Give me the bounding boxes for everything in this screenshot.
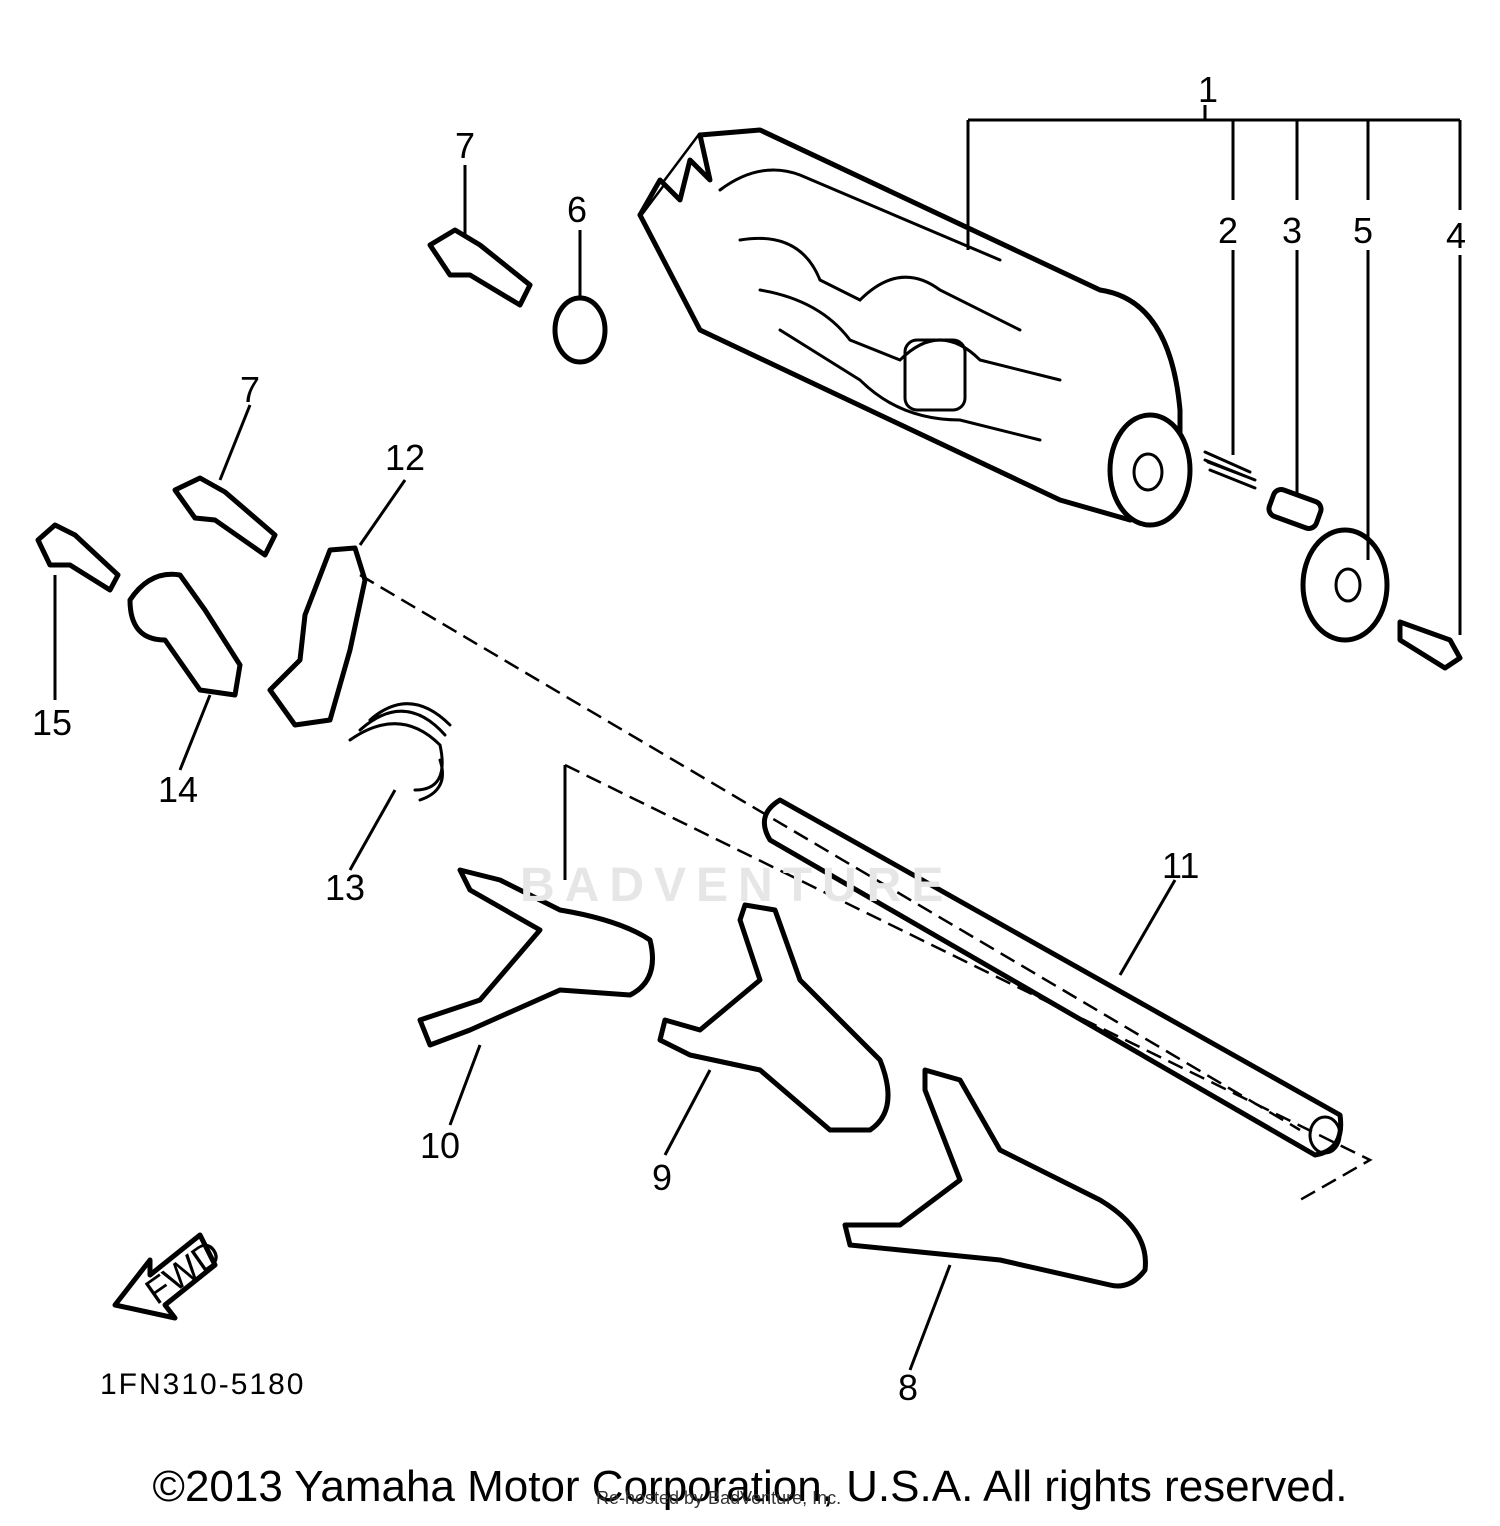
shaft-axis-line [359, 573, 1301, 1132]
callout-2: 2 [1218, 210, 1238, 251]
stopper-lever-14 [127, 571, 243, 698]
callout-11: 11 [1162, 845, 1199, 886]
callout-13: 13 [325, 867, 365, 908]
callout-10: 10 [420, 1125, 460, 1166]
guide-bar-11 [761, 797, 1344, 1158]
bolt-15 [35, 522, 121, 593]
callout-9: 9 [652, 1157, 672, 1198]
shift-fork-8 [842, 1067, 1148, 1289]
forward-arrow-icon: FWD [112, 1232, 228, 1321]
cam-end-parts [1203, 450, 1463, 671]
callout-6: 6 [567, 189, 587, 230]
callout-7-lower: 7 [240, 369, 260, 410]
callout-12: 12 [385, 437, 425, 478]
copyright-notice: ©2013 Yamaha Motor Corporation, U.S.A. A… [152, 1462, 1348, 1511]
rehost-credit: Re-hosted by BadVenture, Inc. [596, 1488, 842, 1508]
leader-lines [53, 105, 1462, 1371]
shift-cam-drum [637, 127, 1193, 528]
callout-5: 5 [1353, 210, 1373, 251]
callout-14: 14 [158, 769, 198, 810]
washer-6 [552, 295, 608, 365]
drawing-code: 1FN310-5180 [100, 1368, 306, 1401]
bolt-7-upper [427, 227, 533, 308]
shift-arm-12 [267, 545, 368, 728]
fork-axis-line [564, 763, 1373, 1202]
spring-13 [348, 702, 452, 802]
shift-fork-10 [417, 867, 655, 1048]
callout-8: 8 [898, 1367, 918, 1408]
shift-fork-9 [657, 902, 891, 1133]
callout-7-upper: 7 [455, 125, 475, 166]
callout-15: 15 [32, 702, 72, 743]
bolt-7-lower [172, 475, 278, 558]
callout-1: 1 [1198, 69, 1218, 110]
callout-4: 4 [1446, 215, 1466, 256]
callout-3: 3 [1282, 210, 1302, 251]
watermark: BADVENTURE [520, 859, 954, 912]
